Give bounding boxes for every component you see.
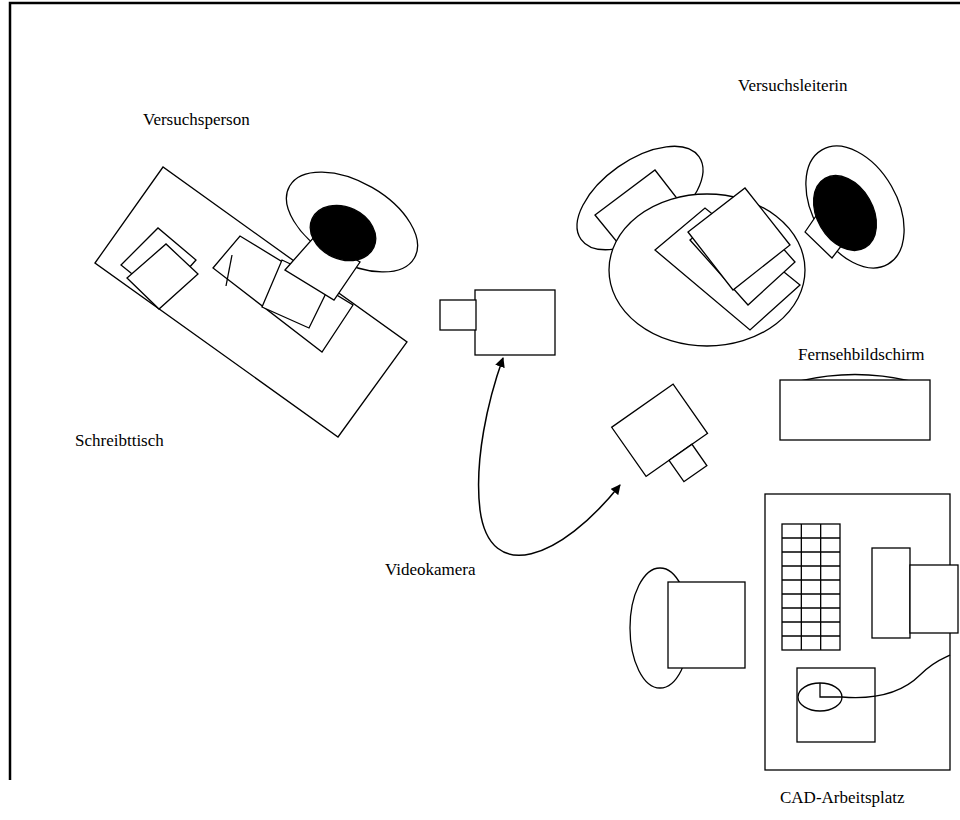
device-label: Fernsehbildschirm: [798, 345, 925, 365]
tv-screen: [780, 375, 930, 441]
room-wall: [10, 3, 960, 780]
device-label: Videokamera: [385, 560, 476, 580]
person-label: Versuchsperson: [143, 110, 250, 130]
workstation-label: CAD-Arbeitsplatz: [780, 788, 905, 808]
camera-movement-arrow: [479, 358, 620, 555]
cad-workstation: [630, 494, 958, 770]
person-label: Versuchsleiterin: [738, 76, 848, 96]
video-camera: [612, 384, 723, 497]
furniture-label: Schreibttisch: [75, 431, 164, 451]
video-camera: [440, 290, 555, 355]
experimenter: [559, 126, 924, 346]
test-person: [270, 151, 435, 300]
